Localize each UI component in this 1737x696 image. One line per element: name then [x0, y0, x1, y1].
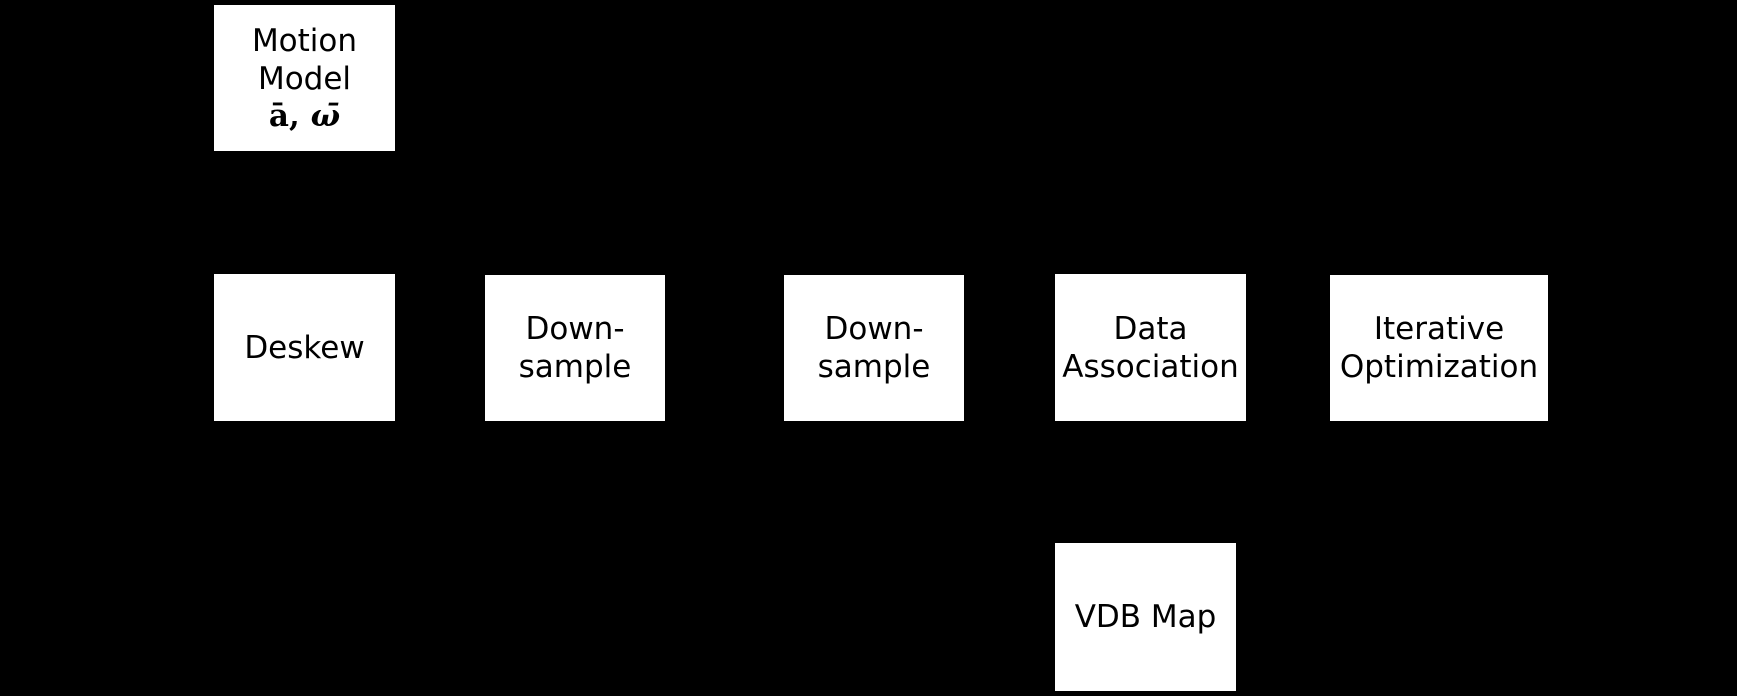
- node-deskew: Deskew: [212, 272, 397, 423]
- node-downsample-2-label-line: Down-: [824, 311, 924, 347]
- node-motion-model-math-line: ā, ω̄: [269, 98, 340, 134]
- node-vdb-map: VDB Map: [1053, 541, 1238, 693]
- node-vdb-map-label-line: VDB Map: [1074, 599, 1217, 635]
- math-symbol: ,: [288, 98, 311, 134]
- node-motion-model-label-line: Motion: [251, 23, 358, 59]
- node-motion-model-label-line: Model: [257, 61, 352, 97]
- math-symbol: ā: [268, 98, 289, 134]
- node-iterative-optimization-label-line: Optimization: [1339, 349, 1539, 385]
- node-downsample-1: Down-sample: [483, 273, 667, 423]
- node-downsample-2-label-line: sample: [817, 349, 931, 385]
- node-iterative-optimization-label-line: Iterative: [1373, 311, 1505, 347]
- node-deskew-label-line: Deskew: [244, 329, 365, 366]
- node-downsample-1-label-line: Down-: [525, 311, 625, 347]
- node-downsample-1-label-line: sample: [518, 349, 632, 385]
- node-downsample-2: Down-sample: [782, 273, 966, 423]
- math-symbol: ω̄: [310, 98, 341, 134]
- node-data-association-label-line: Data: [1113, 310, 1188, 347]
- node-data-association-label-line: Association: [1062, 348, 1239, 385]
